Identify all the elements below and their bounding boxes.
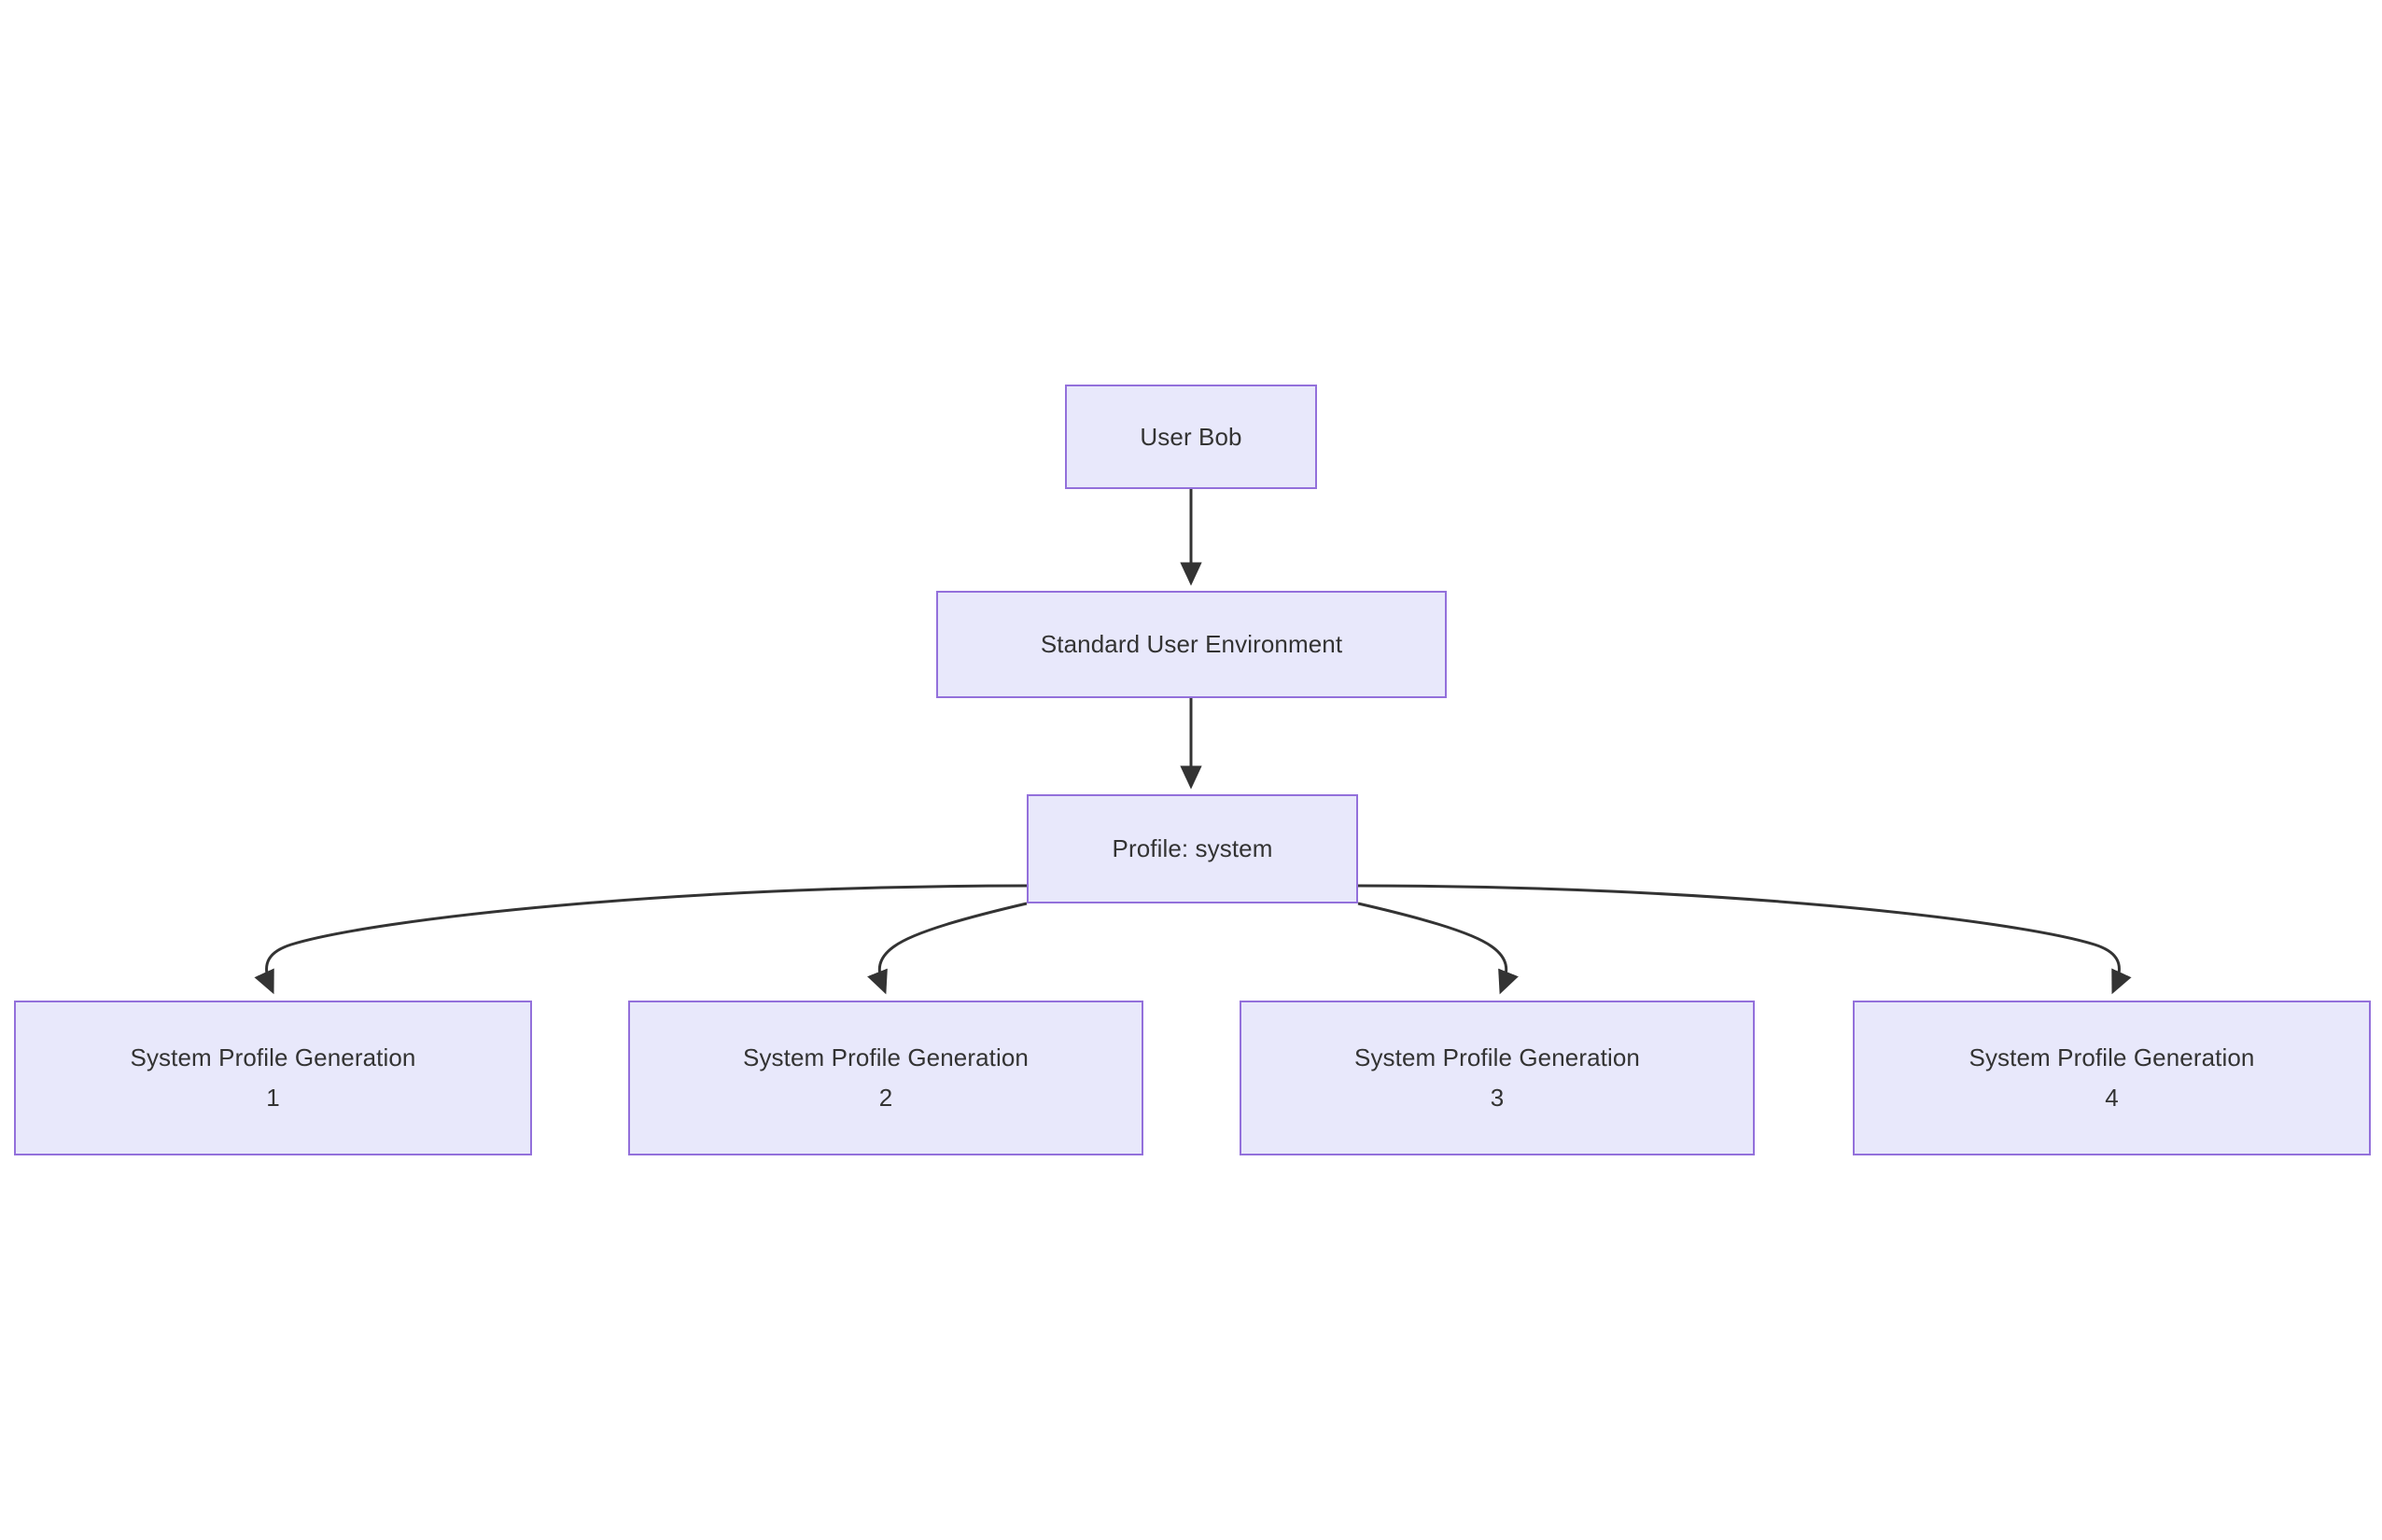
edge-profile-to-gen-3	[1357, 902, 1519, 995]
node-user-bob-label: User Bob	[1140, 422, 1242, 451]
node-user-bob[interactable]: User Bob	[1065, 385, 1317, 489]
node-system-profile-generation-3[interactable]: System Profile Generation 3	[1240, 1001, 1755, 1155]
node-system-profile-generation-4[interactable]: System Profile Generation 4	[1853, 1001, 2371, 1155]
node-system-profile-generation-2[interactable]: System Profile Generation 2	[628, 1001, 1143, 1155]
node-standard-user-environment-label: Standard User Environment	[1040, 630, 1343, 658]
edge-profile-to-gen-2	[867, 902, 1028, 995]
node-profile-system-label: Profile: system	[1112, 834, 1273, 862]
node-system-profile-generation-4-label: System Profile Generation 4	[1969, 1043, 2255, 1112]
node-system-profile-generation-3-label: System Profile Generation 3	[1354, 1043, 1640, 1112]
node-system-profile-generation-2-label: System Profile Generation 2	[743, 1043, 1029, 1112]
edge-profile-to-gen-1	[254, 884, 1028, 995]
node-standard-user-environment[interactable]: Standard User Environment	[936, 591, 1447, 698]
node-system-profile-generation-1-label: System Profile Generation 1	[130, 1043, 416, 1112]
edge-profile-to-gen-4	[1357, 884, 2132, 995]
node-system-profile-generation-1[interactable]: System Profile Generation 1	[14, 1001, 532, 1155]
node-profile-system[interactable]: Profile: system	[1027, 794, 1358, 903]
